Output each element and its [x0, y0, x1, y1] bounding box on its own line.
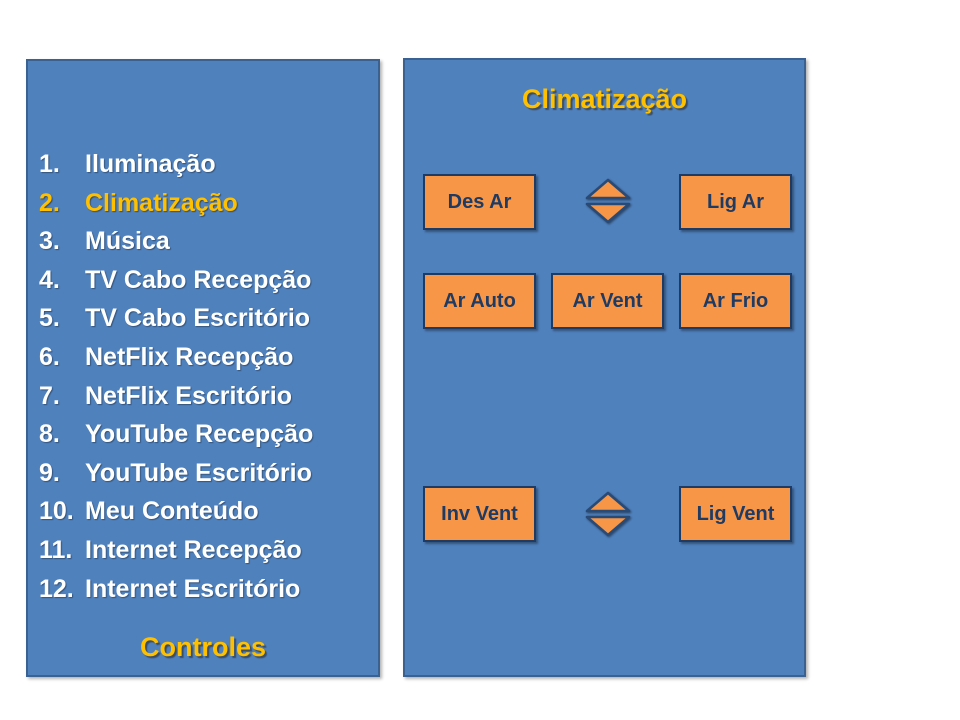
menu-item-label: TV Cabo Escritório	[85, 304, 311, 333]
menu-item-netflix-escritorio[interactable]: 7. NetFlix Escritório	[28, 377, 378, 416]
menu-item-youtube-recepcao[interactable]: 8. YouTube Recepção	[28, 415, 378, 454]
menu-item-number: 9.	[39, 458, 60, 487]
menu-list: 1. Iluminação 2. Climatização 3. Música …	[28, 145, 378, 608]
menu-item-internet-escritorio[interactable]: 12. Internet Escritório	[28, 570, 378, 609]
menu-item-label: Meu Conteúdo	[85, 497, 259, 526]
menu-item-number: 5.	[39, 304, 60, 333]
menu-item-label: NetFlix Recepção	[85, 342, 294, 371]
menu-item-meu-conteudo[interactable]: 10. Meu Conteúdo	[28, 492, 378, 531]
climate-panel-title: Climatização	[521, 84, 688, 114]
menu-item-netflix-recepcao[interactable]: 6. NetFlix Recepção	[28, 338, 378, 377]
menu-item-label: YouTube Escritório	[85, 458, 312, 487]
lig-ar-button[interactable]: Lig Ar	[679, 174, 792, 230]
lig-vent-button[interactable]: Lig Vent	[679, 486, 792, 542]
menu-item-climatizacao[interactable]: 2. Climatização	[28, 184, 378, 223]
menu-item-label: Iluminação	[85, 150, 216, 178]
menu-item-musica[interactable]: 3. Música	[28, 222, 378, 261]
ar-vent-button[interactable]: Ar Vent	[551, 273, 664, 329]
ac-up-down-diamond-icon[interactable]	[584, 177, 632, 225]
menu-panel: 1. Iluminação 2. Climatização 3. Música …	[26, 59, 380, 677]
menu-item-label: NetFlix Escritório	[85, 381, 292, 410]
menu-item-number: 6.	[39, 342, 60, 371]
menu-item-internet-recepcao[interactable]: 11. Internet Recepção	[28, 531, 378, 570]
menu-item-number: 8.	[39, 420, 60, 449]
ar-auto-button[interactable]: Ar Auto	[423, 273, 536, 329]
menu-item-number: 12.	[39, 574, 74, 603]
des-ar-button[interactable]: Des Ar	[423, 174, 536, 230]
menu-item-number: 7.	[39, 381, 60, 410]
ar-frio-button[interactable]: Ar Frio	[679, 273, 792, 329]
menu-item-label: YouTube Recepção	[85, 420, 314, 449]
menu-item-number: 11.	[39, 535, 73, 564]
menu-item-tv-cabo-recepcao[interactable]: 4. TV Cabo Recepção	[28, 261, 378, 300]
menu-item-label: TV Cabo Recepção	[85, 265, 312, 294]
menu-item-label: Música	[85, 227, 170, 256]
menu-item-label: Climatização	[85, 188, 238, 217]
climate-panel: Climatização Des Ar Lig Ar Ar Auto Ar Ve…	[403, 58, 806, 677]
inv-vent-button[interactable]: Inv Vent	[423, 486, 536, 542]
menu-item-number: 2.	[39, 188, 60, 217]
menu-item-youtube-escritorio[interactable]: 9. YouTube Escritório	[28, 454, 378, 493]
menu-item-label: Internet Escritório	[85, 574, 301, 603]
menu-item-number: 10.	[39, 497, 74, 526]
menu-item-tv-cabo-escritorio[interactable]: 5. TV Cabo Escritório	[28, 299, 378, 338]
menu-item-number: 4.	[39, 265, 60, 294]
menu-footer-title: Controles	[139, 632, 266, 662]
vent-up-down-diamond-icon[interactable]	[584, 490, 632, 538]
menu-item-number: 3.	[39, 227, 60, 256]
menu-item-iluminacao[interactable]: 1. Iluminação	[28, 145, 378, 184]
menu-item-number: 1.	[39, 150, 60, 178]
menu-item-label: Internet Recepção	[85, 535, 302, 564]
